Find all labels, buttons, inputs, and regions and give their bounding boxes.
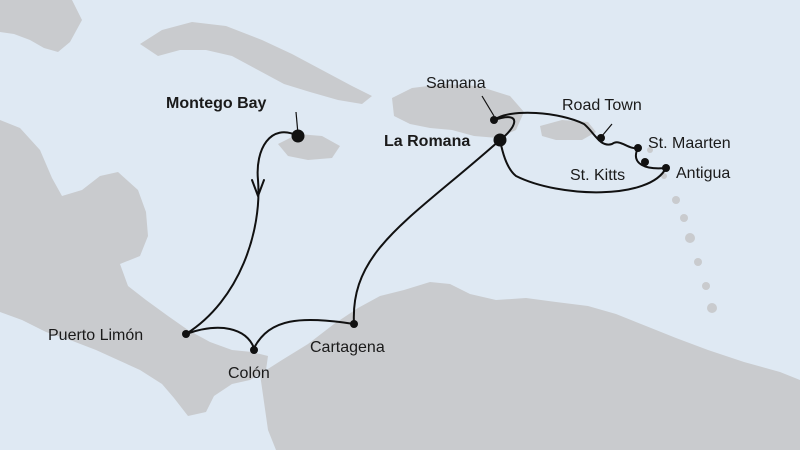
- label-road-town: Road Town: [562, 97, 642, 114]
- land-hispaniola: [392, 84, 524, 138]
- label-puerto-limon: Puerto Limón: [48, 327, 143, 344]
- label-colon: Colón: [228, 365, 270, 382]
- port-markers: [182, 116, 670, 354]
- port-marker-antigua[interactable]: [662, 164, 670, 172]
- route-antigua-to-la-romana: [499, 139, 667, 194]
- land-jamaica: [278, 134, 340, 160]
- port-marker-cartagena[interactable]: [350, 320, 358, 328]
- route-cartagena-to-la-romana: [352, 139, 501, 325]
- land-cuba: [140, 22, 372, 104]
- port-marker-montego-bay[interactable]: [291, 129, 305, 143]
- land-florida: [0, 0, 82, 52]
- label-antigua: Antigua: [676, 165, 730, 182]
- port-marker-colon[interactable]: [250, 346, 258, 354]
- label-la-romana: La Romana: [384, 133, 470, 150]
- land-lesser-antilles: [647, 147, 717, 313]
- label-samana: Samana: [426, 75, 486, 92]
- land-central-america: [0, 120, 268, 416]
- label-cartagena: Cartagena: [310, 339, 385, 356]
- port-marker-samana[interactable]: [490, 116, 498, 124]
- land-puerto-rico: [540, 120, 596, 140]
- label-st-maarten: St. Maarten: [648, 135, 731, 152]
- port-marker-la-romana[interactable]: [493, 133, 507, 147]
- label-st-kitts: St. Kitts: [570, 167, 625, 184]
- label-montego-bay: Montego Bay: [166, 95, 267, 112]
- port-marker-puerto-limon[interactable]: [182, 330, 190, 338]
- route-la-romana-samana-loop: [493, 111, 639, 150]
- route-limon-to-colon: [185, 326, 255, 349]
- cruise-route: [185, 111, 667, 349]
- port-marker-road-town[interactable]: [597, 134, 605, 142]
- port-labels: Montego Bay La Romana Samana Road Town S…: [48, 75, 731, 382]
- port-marker-st-kitts[interactable]: [641, 158, 649, 166]
- port-marker-st-maarten[interactable]: [634, 144, 642, 152]
- route-montego-to-limon: [185, 131, 299, 335]
- route-colon-to-cartagena: [253, 319, 355, 349]
- route-direction-arrow: [251, 179, 265, 197]
- land-south-america: [260, 282, 800, 450]
